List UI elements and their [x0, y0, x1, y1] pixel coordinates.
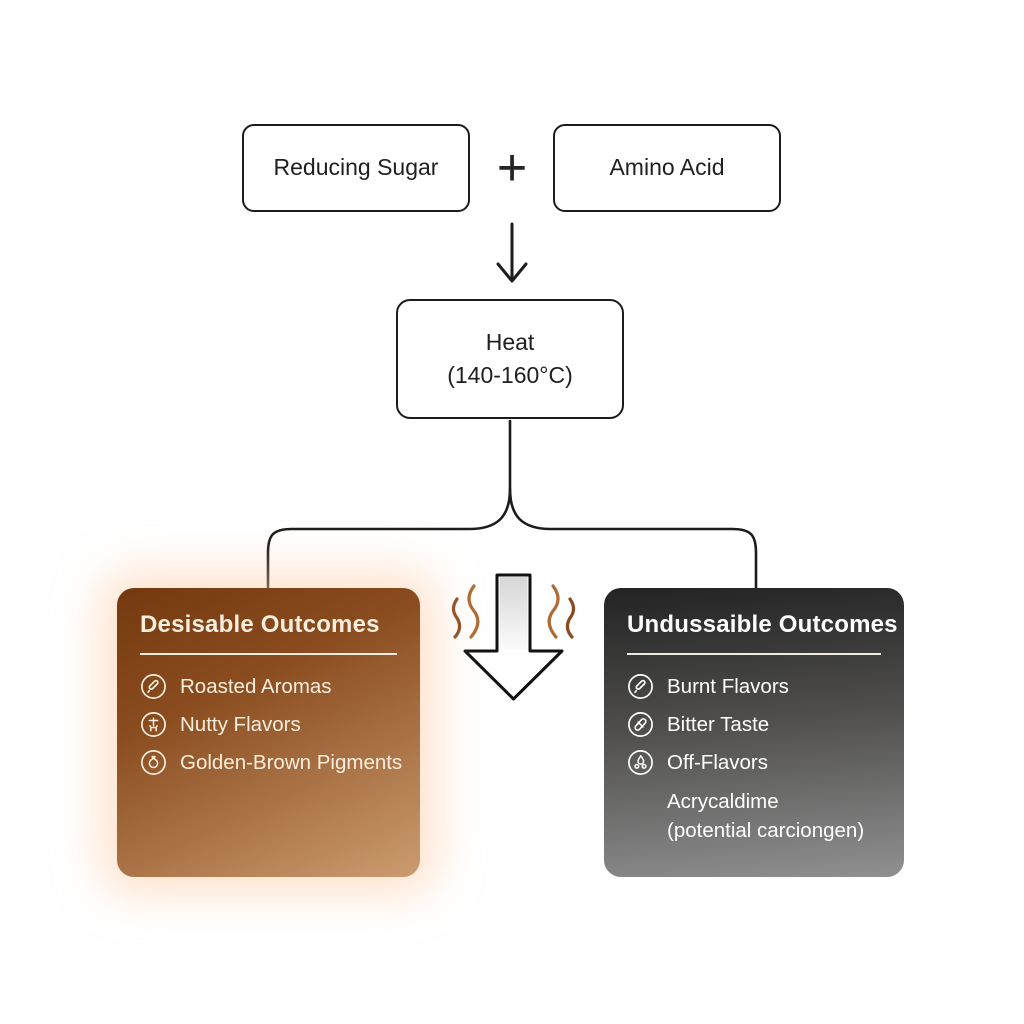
list-item: Golden-Brown Pigments — [140, 749, 402, 776]
undesirable-outcomes-title: Undussaible Outcomes — [627, 611, 898, 638]
title-underline — [627, 653, 881, 655]
list-item: Bitter Taste — [627, 711, 881, 738]
heat-box: Heat (140-160°C) — [396, 299, 624, 419]
heat-arrow-shaft — [499, 577, 528, 650]
plus-sign: + — [496, 139, 528, 197]
undesirable-outcomes-box: Undussaible Outcomes Burnt Flavors B — [604, 588, 904, 877]
list-item: Roasted Aromas — [140, 673, 397, 700]
list-item: Nutty Flavors — [140, 711, 397, 738]
nutty-flavors-icon — [140, 711, 167, 738]
list-item-label: Golden-Brown Pigments — [180, 750, 403, 774]
heat-temperature-label: (140-160°C) — [447, 362, 573, 388]
branch-connector — [266, 419, 758, 589]
desirable-outcomes-title: Desisable Outcomes — [140, 611, 380, 638]
arrow-reactants-to-heat — [496, 222, 528, 283]
title-underline — [140, 653, 397, 655]
golden-brown-pigments-icon — [140, 749, 167, 776]
list-item: Off-Flavors — [627, 749, 881, 776]
heat-wisps-icon — [451, 584, 576, 639]
amino-acid-label: Amino Acid — [609, 154, 725, 181]
roasted-aromas-icon — [140, 673, 167, 700]
heat-label: Heat — [485, 328, 535, 355]
amino-acid-box: Amino Acid — [553, 124, 781, 212]
reducing-sugar-label: Reducing Sugar — [273, 154, 439, 181]
acrylamide-sublabel: (potential carciongen) — [667, 819, 865, 843]
off-flavors-icon — [627, 749, 654, 776]
acrylamide-label: Acrycaldime — [667, 790, 779, 813]
list-item: Acrycaldime (potential carciongen) — [627, 787, 881, 845]
list-item-label: Roasted Aromas — [180, 674, 332, 698]
burnt-flavors-icon — [627, 673, 654, 700]
list-item-label: Bitter Taste — [667, 712, 770, 736]
list-item-label: Acrycaldime (potential carciongen) — [667, 787, 864, 845]
list-item-label: Burnt Flavors — [667, 674, 789, 698]
list-item: Burnt Flavors — [627, 673, 881, 700]
list-item-label: Nutty Flavors — [180, 712, 301, 736]
bitter-taste-icon — [627, 711, 654, 738]
list-item-label: Off-Flavors — [667, 750, 768, 774]
reducing-sugar-box: Reducing Sugar — [242, 124, 470, 212]
heat-arrow — [451, 573, 576, 701]
desirable-outcomes-box: Desisable Outcomes Roasted Aromas Nutty … — [117, 588, 420, 877]
